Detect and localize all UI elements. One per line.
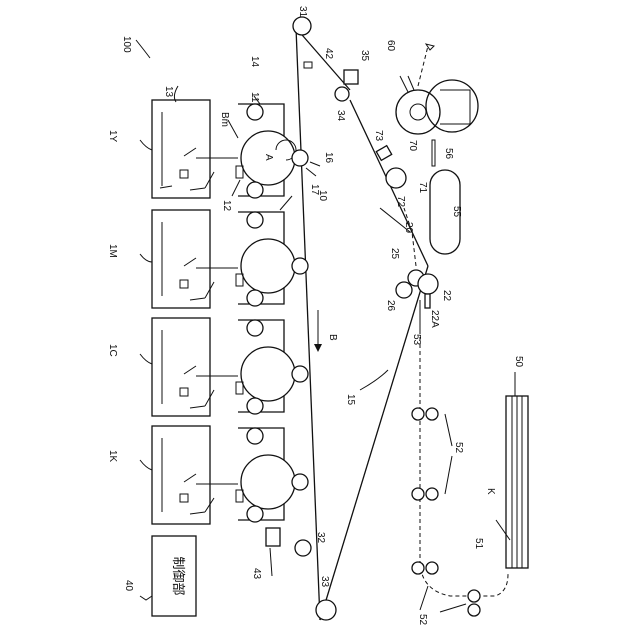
label-53: 53: [411, 334, 422, 346]
label-15: 15: [345, 394, 356, 406]
label-22: 22: [441, 290, 452, 302]
label-26: 26: [385, 300, 396, 312]
label-device: 100: [121, 36, 132, 53]
station-Y: [236, 104, 296, 198]
label-73: 73: [373, 130, 384, 142]
roller-31: [293, 17, 311, 35]
label-photoconductor: 11: [249, 92, 260, 103]
sensor-35: [344, 70, 358, 84]
transfer-belt: [266, 17, 428, 620]
primary-transfer-roller-Y: [292, 150, 308, 166]
label-55: 55: [451, 206, 462, 218]
label-42: 42: [323, 48, 334, 60]
plate-56: [432, 140, 435, 166]
paper-path: [404, 44, 508, 616]
label-52-lower: 52: [417, 614, 428, 626]
controller-box: 制御部: [140, 536, 196, 616]
label-51: 51: [473, 538, 484, 550]
label-34: 34: [335, 110, 346, 122]
label-22A: 22A: [429, 310, 440, 328]
controller-label: 制御部: [170, 556, 185, 595]
station-C: [236, 320, 295, 414]
label-belt-direction: B: [327, 334, 338, 341]
label-31: 31: [297, 6, 308, 18]
label-16: 16: [323, 152, 334, 164]
belt-direction-arrow: [314, 310, 322, 352]
exposure-unit-M: [152, 210, 238, 308]
label-station-K: 1K: [107, 450, 118, 463]
station-M: [236, 212, 295, 306]
sensor-43: [266, 528, 280, 546]
paper-tray-50: [496, 372, 528, 568]
exposure-unit-K: [152, 426, 238, 524]
label-56: 56: [443, 148, 454, 160]
label-rotation: A: [263, 154, 274, 161]
label-station-M: 1M: [107, 244, 118, 258]
label-exposure-unit: 13: [163, 86, 174, 98]
label-belt-unit: 10: [317, 190, 328, 202]
label-72: 72: [395, 196, 406, 208]
label-52-upper: 52: [453, 442, 464, 454]
label-20: 20: [403, 222, 414, 234]
sensor-42: [304, 62, 312, 68]
station-K: [236, 428, 295, 522]
roller-33: [316, 600, 336, 620]
label-station-Y: 1Y: [107, 130, 118, 143]
roller-32: [295, 540, 311, 556]
label-71: 71: [417, 182, 428, 194]
label-tray: 50: [513, 356, 524, 368]
label-25: 25: [389, 248, 400, 260]
label-station-C: 1C: [107, 344, 118, 357]
label-controller-ref: 40: [123, 580, 134, 592]
fixing-unit: [376, 76, 478, 188]
roller-34: [335, 87, 349, 101]
label-beam: Bm: [219, 112, 230, 127]
label-70: 70: [407, 140, 418, 152]
label-33: 33: [319, 576, 330, 588]
label-charging-roller: 12: [221, 200, 232, 212]
label-60: 60: [385, 40, 396, 52]
label-sheet: K: [485, 488, 496, 495]
label-14: 14: [249, 56, 260, 68]
label-35: 35: [359, 50, 370, 62]
exposure-unit-C: [152, 318, 238, 416]
label-32: 32: [315, 532, 326, 544]
label-43: 43: [251, 568, 262, 580]
